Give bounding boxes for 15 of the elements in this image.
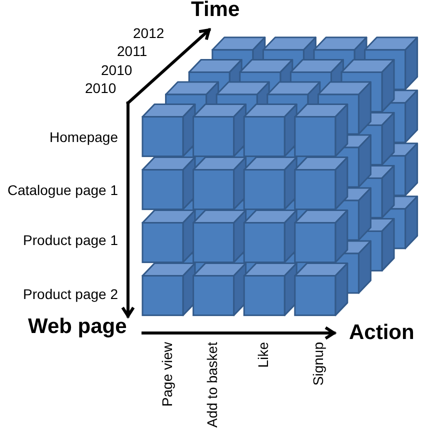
tick-label: 2012	[133, 25, 164, 41]
axis-title: Web page	[28, 316, 127, 338]
tick-label: 2010	[101, 62, 132, 78]
axis-title: Time	[191, 0, 240, 21]
tick-label: Homepage	[50, 128, 118, 144]
tick-label: Product page 2	[23, 286, 118, 302]
tick-label: Like	[255, 342, 272, 368]
tick-label: 2010	[85, 80, 116, 96]
tick-label: Page view	[158, 342, 175, 407]
tick-label: Signup	[310, 342, 326, 386]
tick-label: Catalogue page 1	[7, 182, 118, 198]
axis-title: Action	[349, 322, 414, 344]
tick-label: Product page 1	[23, 232, 118, 248]
tick-label: Add to basket	[204, 342, 220, 428]
tick-label: 2011	[117, 43, 148, 59]
